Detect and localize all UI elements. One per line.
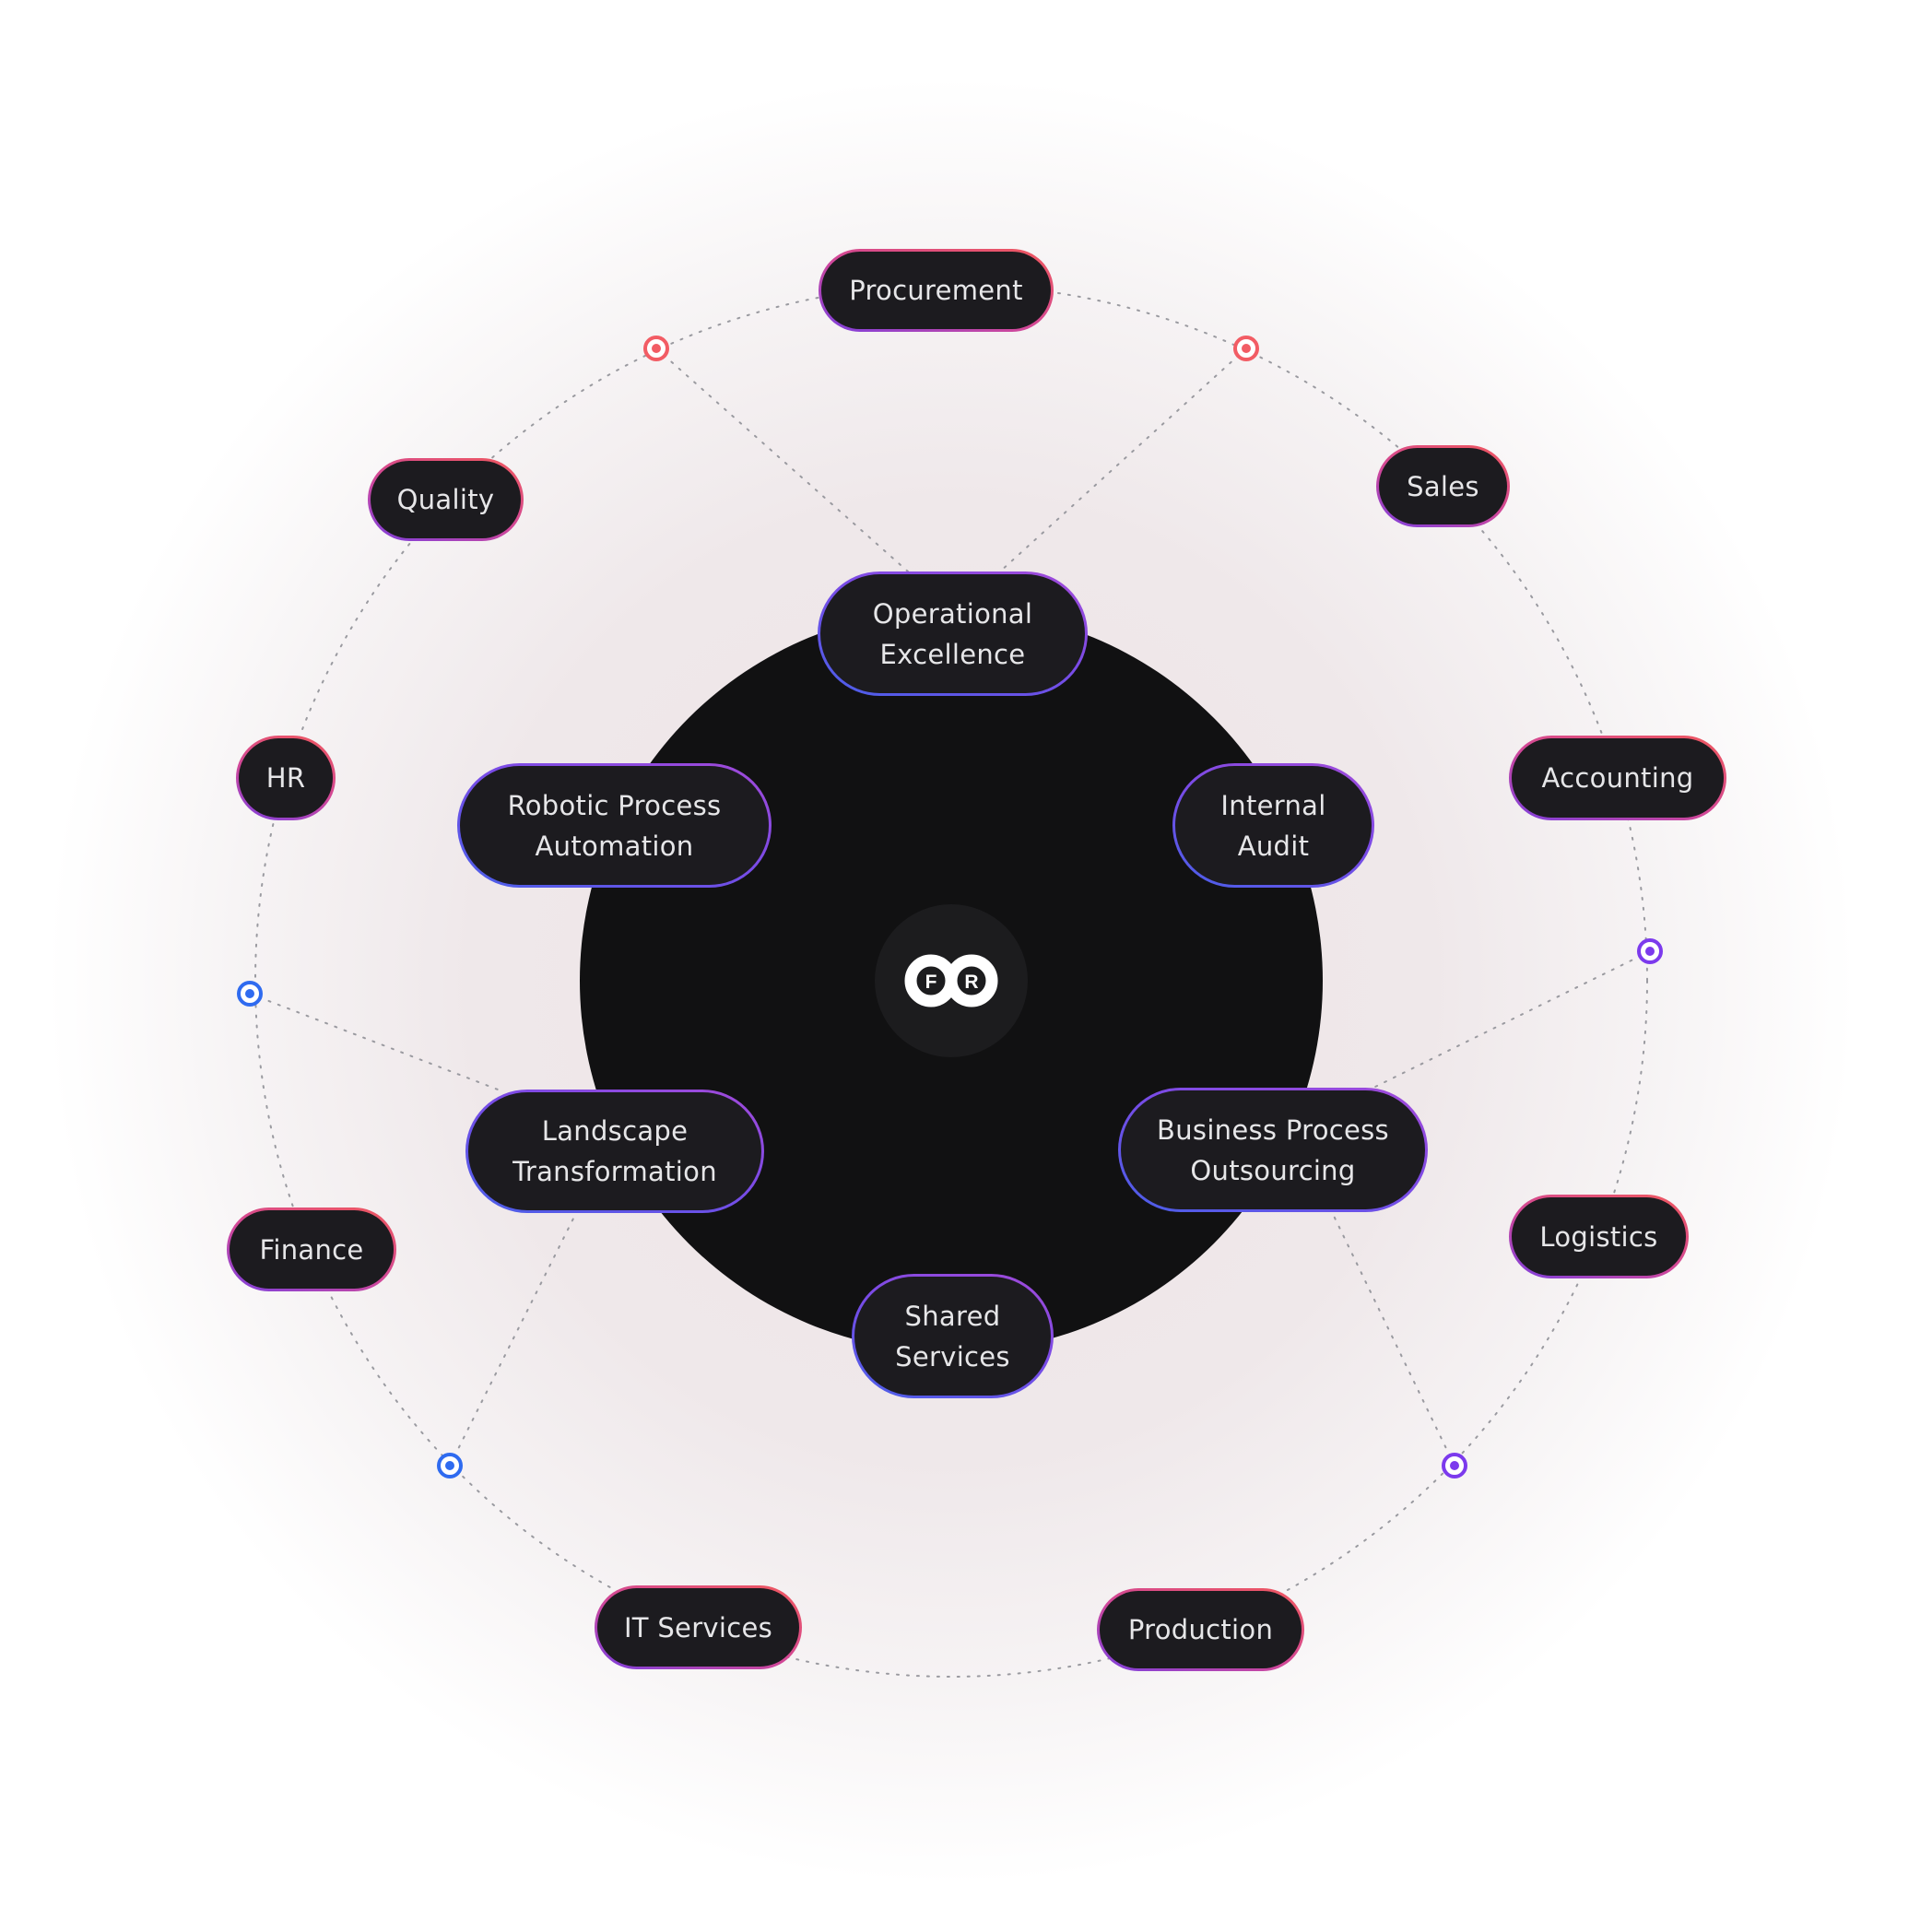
inner-pill-operational-excellence[interactable]: Operational Excellence <box>818 571 1088 696</box>
outer-pill-quality[interactable]: Quality <box>368 458 524 541</box>
fr-infinity-logo-icon: F R <box>904 954 998 1007</box>
pill-label: Shared Services <box>854 1277 1051 1396</box>
outer-pill-production[interactable]: Production <box>1097 1588 1304 1671</box>
outer-pill-accounting[interactable]: Accounting <box>1509 736 1726 820</box>
pill-label: Robotic Process Automation <box>460 766 769 885</box>
center-hub[interactable]: F R <box>875 904 1028 1057</box>
outer-pill-sales[interactable]: Sales <box>1376 445 1510 527</box>
node-bottom-right-target-icon <box>1442 1453 1467 1478</box>
outer-pill-hr[interactable]: HR <box>236 736 336 820</box>
inner-pill-internal-audit[interactable]: Internal Audit <box>1172 763 1374 888</box>
pill-label: Operational Excellence <box>820 574 1085 693</box>
pill-label: IT Services <box>597 1588 799 1667</box>
node-bottom-left-target-icon <box>437 1453 463 1478</box>
node-left-target-icon <box>237 981 263 1007</box>
pill-label: Sales <box>1379 448 1507 524</box>
pill-label: HR <box>239 738 333 818</box>
outer-pill-it-services[interactable]: IT Services <box>595 1585 802 1669</box>
inner-pill-shared-services[interactable]: Shared Services <box>852 1274 1054 1398</box>
node-right-target-icon <box>1637 938 1663 964</box>
pill-label: Logistics <box>1512 1197 1686 1276</box>
pill-label: Business Process Outsourcing <box>1121 1090 1425 1209</box>
node-top-left-target-icon <box>643 336 669 361</box>
inner-pill-robotic-process-automation[interactable]: Robotic Process Automation <box>457 763 772 888</box>
pill-label: Finance <box>230 1210 394 1289</box>
pill-label: Quality <box>371 461 521 538</box>
inner-pill-business-process-outsourcing[interactable]: Business Process Outsourcing <box>1118 1088 1428 1212</box>
outer-dotted-ring <box>254 284 1648 1678</box>
pill-label: Landscape Transformation <box>468 1092 761 1210</box>
logo-letter-f: F <box>925 972 937 993</box>
outer-pill-procurement[interactable]: Procurement <box>819 249 1054 332</box>
pill-label: Production <box>1100 1591 1302 1668</box>
pill-label: Internal Audit <box>1175 766 1372 885</box>
outer-pill-logistics[interactable]: Logistics <box>1509 1195 1689 1278</box>
pill-label: Procurement <box>821 252 1051 329</box>
pill-label: Accounting <box>1512 738 1724 818</box>
logo-letter-r: R <box>964 972 978 993</box>
outer-pill-finance[interactable]: Finance <box>227 1208 396 1291</box>
inner-pill-landscape-transformation[interactable]: Landscape Transformation <box>465 1090 764 1213</box>
node-top-right-target-icon <box>1233 336 1259 361</box>
